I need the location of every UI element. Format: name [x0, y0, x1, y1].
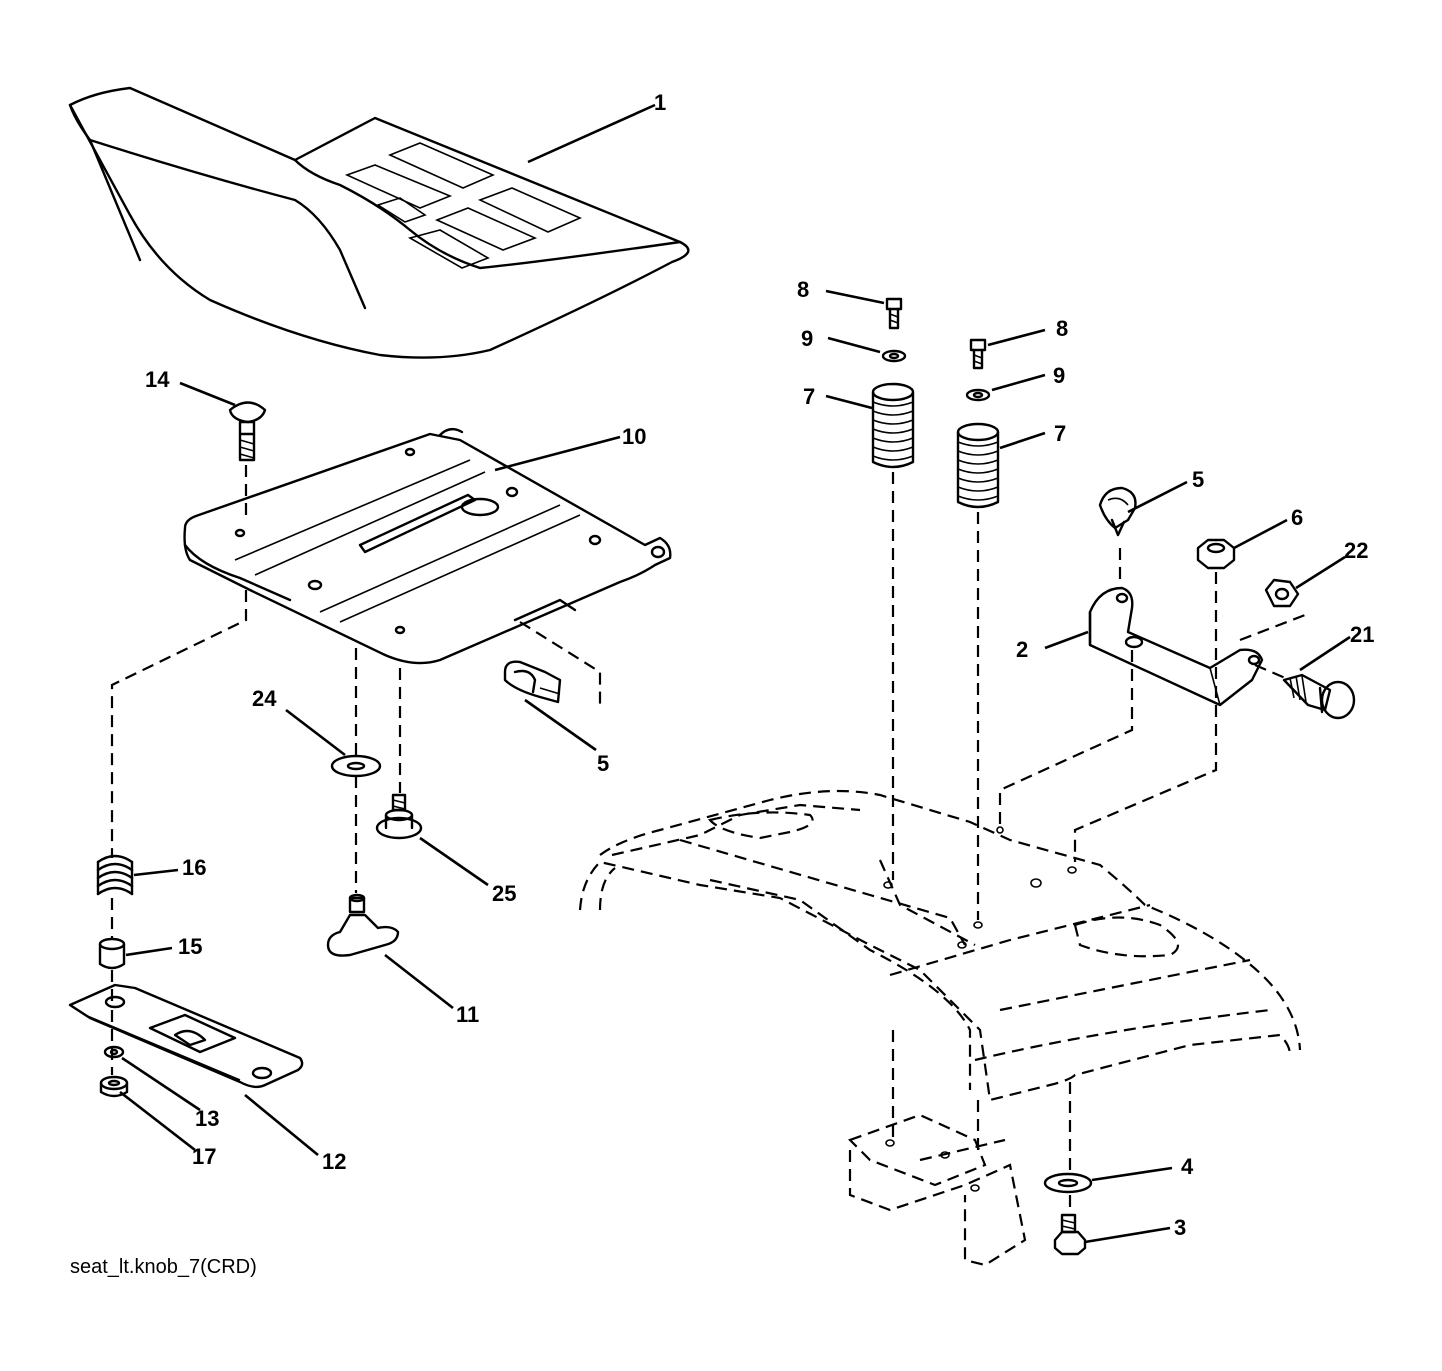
- callout-21: 21: [1350, 622, 1374, 647]
- carriage-bolt: [228, 401, 267, 462]
- callout-4: 4: [1181, 1154, 1194, 1179]
- callout-5-right: 5: [1192, 467, 1204, 492]
- small-nut: [99, 1075, 129, 1098]
- spring-right: [956, 422, 1000, 509]
- spacer: [98, 937, 126, 970]
- fender-washer: [1043, 1172, 1093, 1194]
- shoulder-bolt: [1282, 673, 1356, 720]
- callout-labels: 1 14 10 5 24 25 11 16 15 13 17 12 8 9 7 …: [145, 90, 1374, 1240]
- flat-washer: [330, 754, 382, 778]
- callout-12: 12: [322, 1149, 346, 1174]
- callout-24: 24: [252, 686, 277, 711]
- knob: [326, 893, 400, 957]
- callout-15: 15: [178, 934, 202, 959]
- callout-6: 6: [1291, 505, 1303, 530]
- seat: [68, 86, 690, 359]
- bolt-right: [969, 338, 987, 370]
- callout-5-left: 5: [597, 751, 609, 776]
- slide-plate: [68, 983, 304, 1089]
- clip-right: [1098, 486, 1137, 537]
- small-spring: [96, 854, 134, 896]
- callout-22: 22: [1344, 538, 1368, 563]
- bolt-left: [885, 297, 903, 330]
- leader-lines: [119, 103, 1351, 1244]
- bracket: [1088, 586, 1264, 707]
- callout-17: 17: [192, 1144, 216, 1169]
- lock-washer: [103, 1045, 125, 1059]
- washer-left: [881, 349, 907, 363]
- callout-16: 16: [182, 855, 206, 880]
- callout-1: 1: [654, 90, 666, 115]
- callout-2: 2: [1016, 637, 1028, 662]
- callout-11: 11: [456, 1002, 479, 1027]
- callout-7-left: 7: [803, 384, 815, 409]
- callout-8-left: 8: [797, 277, 809, 302]
- callout-3: 3: [1174, 1215, 1186, 1240]
- seat-pan: [183, 427, 672, 665]
- flange-nut: [1264, 578, 1300, 608]
- callout-8-right: 8: [1056, 316, 1068, 341]
- screw: [375, 793, 423, 840]
- assembly-lines: [110, 465, 1306, 1215]
- washer-right: [965, 388, 991, 402]
- callout-14: 14: [145, 367, 170, 392]
- callout-7-right: 7: [1054, 421, 1066, 446]
- callout-9-right: 9: [1053, 363, 1065, 388]
- callout-25: 25: [492, 881, 516, 906]
- callout-13: 13: [195, 1106, 219, 1131]
- diagram-caption: seat_lt.knob_7(CRD): [70, 1256, 257, 1278]
- fender-bolt: [1053, 1213, 1087, 1256]
- callout-9-left: 9: [801, 326, 813, 351]
- callout-10: 10: [622, 424, 646, 449]
- spring-left: [871, 382, 915, 469]
- clip-left: [503, 660, 562, 704]
- nut: [1196, 538, 1236, 570]
- fender-outline: [578, 789, 1302, 1267]
